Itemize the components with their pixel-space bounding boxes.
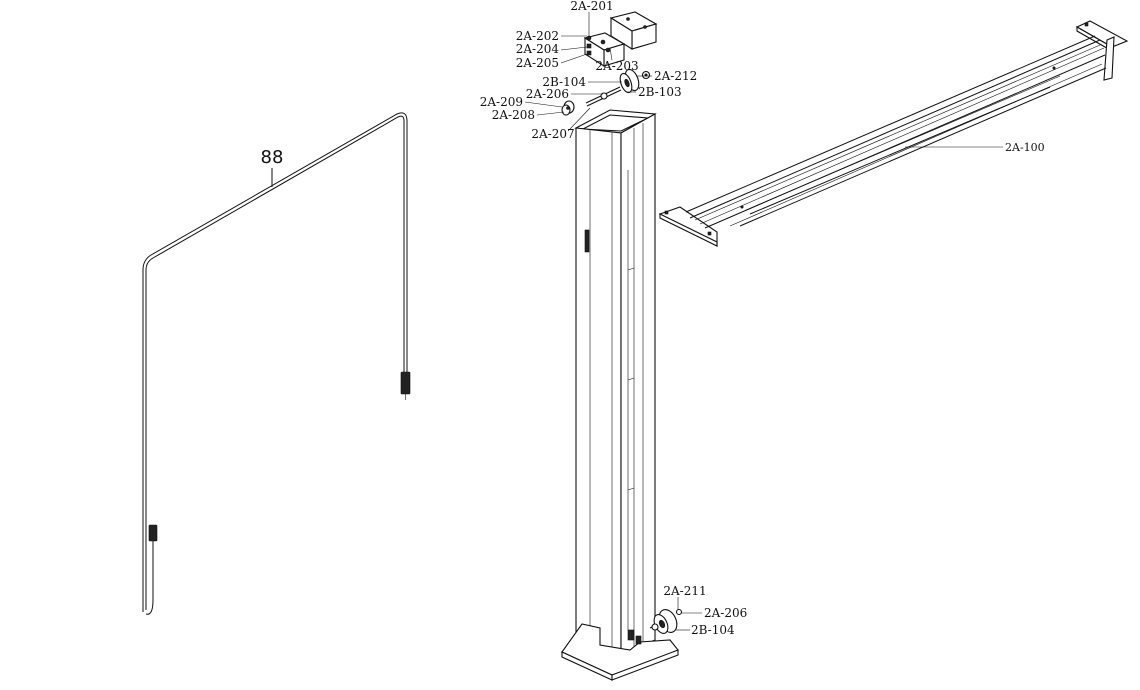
label-2b-103: 2B-103	[638, 85, 682, 99]
bracket-2a-201	[609, 11, 658, 50]
label-2b-104-top: 2B-104	[542, 75, 586, 89]
label-2a-207: 2A-207	[531, 127, 574, 141]
label-2a-204: 2A-204	[516, 42, 560, 56]
cable-88	[142, 112, 411, 615]
overhead-beam-2a-100	[658, 20, 1129, 247]
cable-end-fitting-bottom	[148, 524, 158, 542]
label-2a-211: 2A-211	[663, 584, 706, 598]
label-2a-212: 2A-212	[654, 69, 697, 83]
label-2a-100: 2A-100	[1005, 141, 1045, 154]
pulley-assembly-bottom	[649, 608, 683, 634]
label-2a-202: 2A-202	[516, 29, 559, 43]
label-2a-205: 2A-205	[516, 56, 559, 70]
label-2a-209: 2A-209	[480, 95, 523, 109]
label-88: 88	[261, 147, 284, 168]
label-2a-206-bottom: 2A-206	[704, 606, 747, 620]
label-2b-104-bottom: 2B-104	[691, 623, 735, 637]
bracket-2a-202	[583, 32, 626, 67]
upright-column	[561, 109, 679, 681]
leader-lines	[524, 12, 1003, 631]
label-2a-206-top: 2A-206	[526, 87, 569, 101]
label-2a-201: 2A-201	[570, 0, 613, 13]
label-2a-208: 2A-208	[492, 108, 535, 122]
label-2a-203: 2A-203	[595, 59, 638, 73]
cable-end-fitting-top	[400, 371, 411, 395]
pulley-assembly-top	[561, 68, 651, 116]
